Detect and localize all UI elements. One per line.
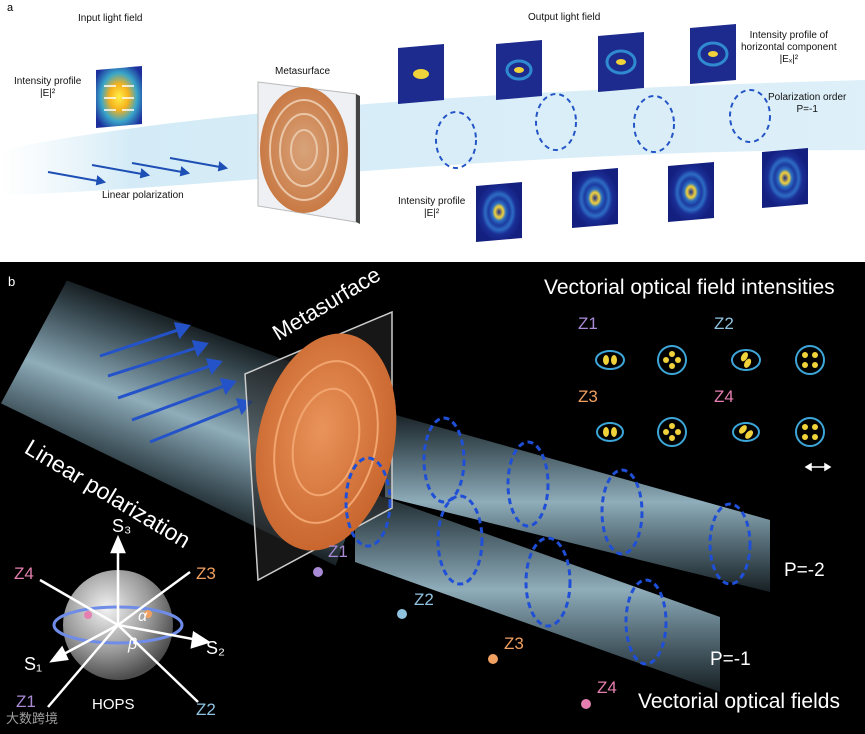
polarization-rings-lower — [344, 456, 668, 666]
point-label-z4: Z4 — [597, 678, 617, 697]
input-intensity-profile — [96, 66, 142, 128]
panel-b: b Metasurface Linear polarization Vector… — [0, 262, 865, 734]
output-intensity-line2: |E|² — [424, 208, 440, 219]
panel-b-letter: b — [8, 274, 16, 289]
double-arrow-icon — [804, 462, 832, 472]
incoming-polarization-arrows — [99, 322, 253, 444]
polarization-order-line2: P=-1 — [796, 104, 818, 115]
horizontal-label-line3: |Eₓ|² — [779, 54, 799, 65]
input-intensity-label-line1: Intensity profile — [14, 76, 82, 87]
output-intensity-line1: Intensity profile — [398, 196, 466, 207]
order-lower-label: P=-1 — [710, 649, 751, 670]
z2-point — [397, 609, 407, 619]
sphere-label-z2: Z2 — [196, 700, 216, 719]
vectorial-intensities-title: Vectorial optical field intensities — [544, 276, 835, 299]
thumb-label-z2: Z2 — [714, 314, 734, 333]
polarization-order-label: Polarization order P=-1 — [768, 92, 846, 116]
point-label-z2: Z2 — [414, 590, 434, 609]
z3-point — [488, 654, 498, 664]
horizontal-component-profiles — [398, 24, 736, 104]
input-intensity-label: Intensity profile |E|² — [14, 76, 81, 100]
panel-b-graphics — [0, 280, 832, 709]
hops-sphere — [39, 534, 211, 708]
beta-label: β — [128, 636, 138, 653]
z1-point — [313, 567, 323, 577]
watermark: 大数跨境 — [6, 711, 59, 726]
point-label-z1: Z1 — [328, 542, 348, 561]
alpha-label: α — [138, 608, 148, 625]
thumb-label-z4: Z4 — [714, 387, 734, 406]
outgoing-beam-upper — [385, 412, 770, 592]
thumb-label-z1: Z1 — [578, 314, 598, 333]
horizontal-label-line1: Intensity profile of — [749, 30, 828, 41]
sphere-label-z4: Z4 — [14, 564, 34, 583]
output-light-field-title: Output light field — [528, 12, 601, 23]
horizontal-label-line2: horizontal component — [741, 42, 837, 53]
panel-a-graphics — [0, 24, 865, 242]
output-intensity-label: Intensity profile |E|² — [398, 196, 465, 220]
s3-label: S₃ — [112, 516, 132, 536]
point-label-z3: Z3 — [504, 634, 524, 653]
hops-label: HOPS — [92, 696, 135, 713]
metasurface-a — [257, 81, 360, 224]
panel-a: a Input light field Intensity profile |E… — [0, 0, 865, 262]
sphere-label-z3: Z3 — [196, 564, 216, 583]
panel-a-letter: a — [7, 2, 14, 14]
polarization-order-line1: Polarization order — [768, 92, 847, 103]
linear-polarization-label-a: Linear polarization — [102, 190, 184, 201]
z4-point — [581, 699, 591, 709]
polarization-rings-a — [435, 89, 771, 169]
sphere-label-z1: Z1 — [16, 692, 36, 711]
intensity-thumbnails — [595, 345, 832, 472]
horizontal-component-label: Intensity profile of horizontal componen… — [741, 30, 837, 66]
metasurface-label-a: Metasurface — [275, 66, 331, 77]
polarization-rings-upper — [422, 416, 752, 586]
s1-label: S₁ — [24, 654, 43, 674]
output-intensity-profiles — [476, 148, 808, 242]
input-intensity-label-line2: |E|² — [40, 88, 56, 99]
input-light-field-title: Input light field — [78, 13, 143, 24]
order-upper-label: P=-2 — [784, 560, 825, 581]
z-points — [313, 567, 591, 709]
thumb-label-z3: Z3 — [578, 387, 598, 406]
vectorial-fields-title: Vectorial optical fields — [638, 690, 840, 713]
linear-polarization-arrows — [47, 157, 229, 186]
metasurface-b — [244, 310, 397, 582]
s2-label: S₂ — [206, 638, 225, 658]
